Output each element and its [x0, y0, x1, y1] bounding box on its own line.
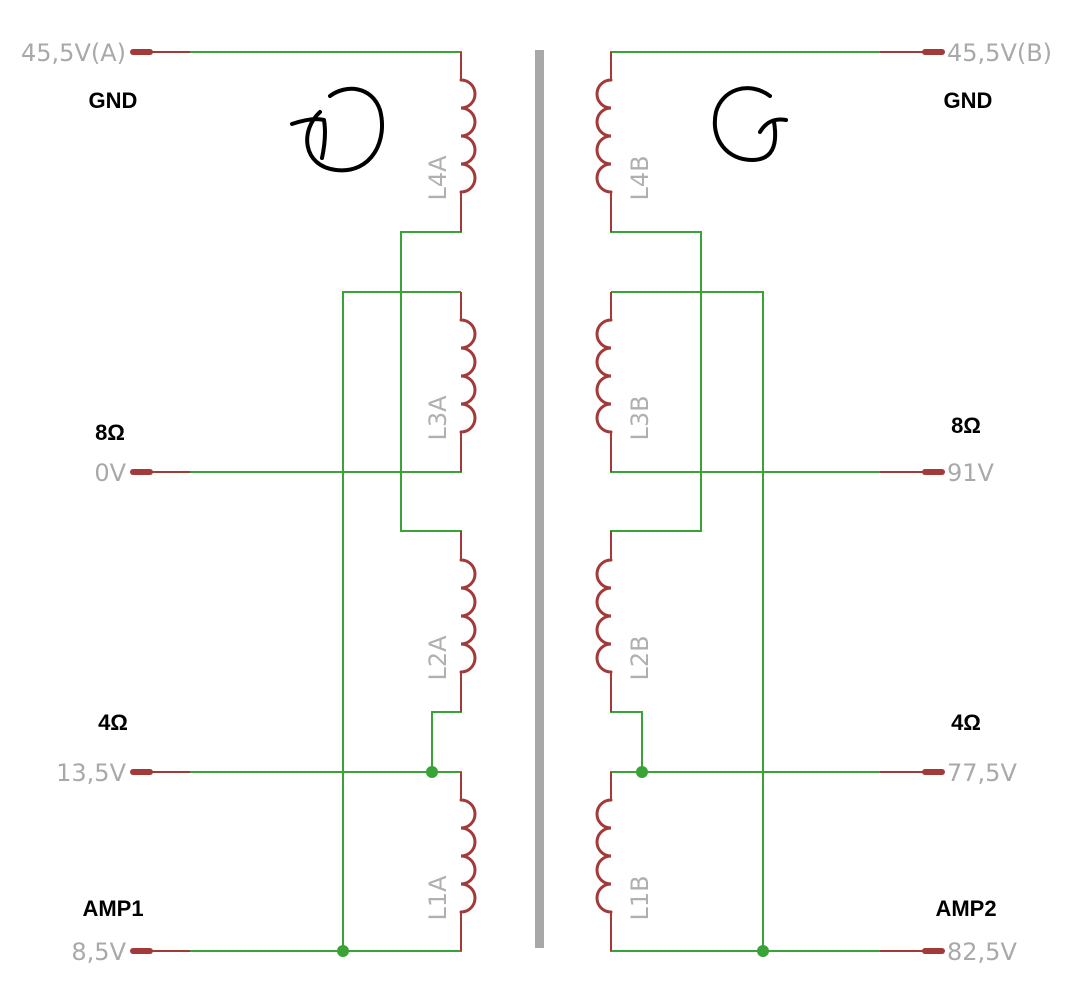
inductor-l2b: [595, 531, 613, 712]
label-right-4ohm: 4Ω: [951, 710, 981, 735]
label-left-8ohm: 8Ω: [95, 420, 125, 445]
inductor-label-l1a: L1A: [424, 875, 452, 921]
inductor-label-l4a: L4A: [424, 155, 452, 201]
left-pins: [130, 49, 190, 954]
voltage-right-amp: 82,5V: [947, 938, 1017, 966]
junction-dot: [757, 945, 769, 957]
inductor-label-l3b: L3B: [626, 395, 654, 440]
inductor-label-l3a: L3A: [424, 395, 452, 441]
inductor-l1a: [459, 772, 477, 951]
inductor-l3a: [459, 292, 477, 472]
label-right-amp: AMP2: [935, 896, 996, 921]
voltage-left-4ohm: 13,5V: [56, 759, 126, 787]
inductor-label-l1b: L1B: [626, 875, 654, 920]
label-left-amp: AMP1: [82, 896, 143, 921]
transformer-core: [535, 50, 544, 948]
inductor-l3b: [595, 292, 613, 472]
inductor-l2a: [459, 531, 477, 712]
clockwise-arrow-icon: [290, 86, 385, 173]
left-wires: [190, 51, 462, 957]
label-left-4ohm: 4Ω: [98, 710, 128, 735]
right-pins: [880, 49, 945, 954]
junction-dot: [636, 766, 648, 778]
inductor-label-l4b: L4B: [626, 155, 654, 200]
voltage-right-top: 45,5V(B): [947, 39, 1052, 67]
inductor-label-l2a: L2A: [424, 635, 452, 681]
junction-dot: [426, 766, 438, 778]
label-right-gnd: GND: [944, 88, 993, 113]
label-right-8ohm: 8Ω: [951, 413, 981, 438]
inductor-l1b: [595, 772, 613, 951]
junction-dot: [337, 945, 349, 957]
voltage-left-top: 45,5V(A): [21, 39, 126, 67]
voltage-left-amp: 8,5V: [71, 938, 126, 966]
inductor-label-l2b: L2B: [626, 635, 654, 680]
label-left-gnd: GND: [89, 88, 138, 113]
inductor-l4b: [595, 52, 613, 232]
voltage-right-4ohm: 77,5V: [947, 759, 1017, 787]
voltage-right-8ohm: 91V: [947, 459, 995, 487]
counterclockwise-arrow-icon: [712, 86, 788, 162]
inductor-l4a: [459, 52, 477, 232]
voltage-left-8ohm: 0V: [94, 459, 126, 487]
